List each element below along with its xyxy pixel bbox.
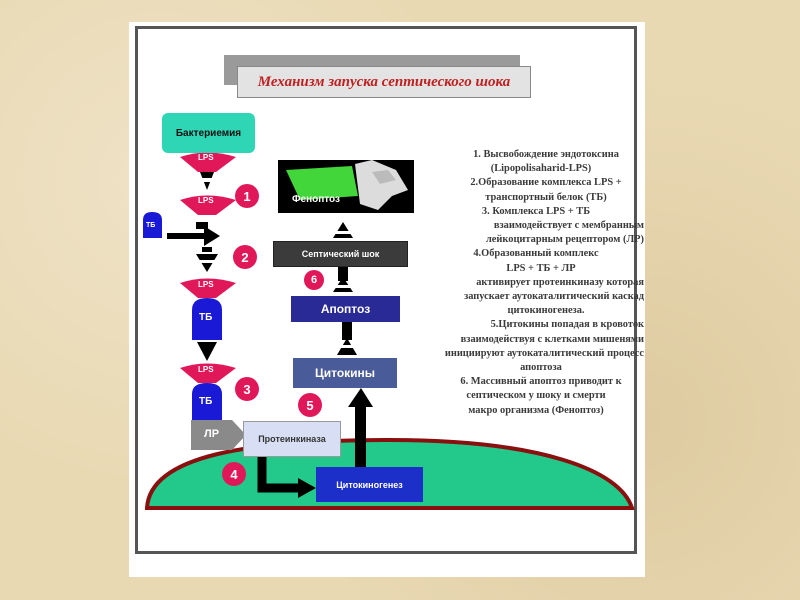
step-line: цитокиногенеза. — [507, 305, 585, 317]
step-line: 4.Образованный комплекс — [473, 248, 599, 260]
step-line: транспортный белок (ТБ) — [485, 191, 607, 203]
tb-shape-1 — [192, 298, 222, 340]
step-line: 3. Комплекса LPS + ТБ — [481, 205, 591, 217]
lr-label: ЛР — [204, 428, 220, 440]
arrow-up-3 — [333, 277, 353, 292]
step-line: 2.Образование комплекса LPS + — [470, 177, 622, 189]
step-line: взаимодействует с мембранным — [493, 220, 644, 232]
step-number-6: 6 — [304, 270, 324, 290]
step-line: инициируют аутокаталитический процесс — [444, 347, 644, 359]
step-line: запускает аутокаталитический каскад — [464, 291, 644, 303]
proteinkinase-box: Протеинкиназа — [243, 421, 341, 457]
step-number-5: 5 — [298, 393, 322, 417]
step-line: макро организма (Феноптоз) — [468, 404, 604, 416]
lps-fan-3 — [180, 278, 236, 298]
tb-label-1: ТБ — [199, 312, 213, 323]
apoptosis-box: Апоптоз — [291, 296, 400, 322]
tb-join-arrow — [167, 226, 220, 246]
step-line: 1. Высвобождение эндотоксина — [473, 149, 619, 160]
step-number-2: 2 — [233, 245, 257, 269]
lps-fan-4 — [180, 363, 236, 383]
step-line: (Lipopolisaharid-LPS) — [490, 163, 592, 175]
septic-shock-box: Септический шок — [273, 241, 408, 267]
arrow-up-2 — [333, 222, 353, 238]
step-line: 5.Цитокины попадая в кровоток — [490, 319, 644, 331]
cytokines-box: Цитокины — [293, 358, 397, 388]
phenoptosis-label: Феноптоз — [292, 194, 340, 205]
tb-small-label: ТБ — [146, 222, 156, 229]
arrow-down-3 — [197, 342, 217, 361]
step-line: активирует протеинкиназу которая — [476, 276, 644, 288]
lps-label-1: LPS — [198, 153, 214, 162]
lps-label-3: LPS — [198, 280, 214, 289]
tb-label-2: ТБ — [199, 396, 213, 407]
steps-list: 1. Высвобождение эндотоксина (Lipopolisa… — [418, 148, 644, 418]
lps-fan-1 — [180, 152, 236, 172]
step-number-4: 4 — [222, 462, 246, 486]
arrow-up-5 — [348, 388, 373, 407]
step-number-1: 1 — [235, 184, 259, 208]
lr-receptor — [191, 420, 246, 450]
cytokinogenesis-box: Цитокиногенез — [316, 467, 423, 502]
step-number-3: 3 — [235, 377, 259, 401]
step-line: септическом у шоку и смерти — [466, 390, 606, 402]
step-line: LPS + ТБ + ЛР — [506, 262, 576, 274]
step-line: 6. Массивный апоптоз приводит к — [460, 376, 622, 388]
lps-fan-2 — [180, 195, 236, 215]
bacteremia-box: Бактериемия — [162, 113, 255, 153]
diagram-title: Механизм запуска септического шока — [237, 66, 531, 98]
step-line: апоптоза — [520, 362, 562, 374]
arrow-to-cytokinogenesis — [257, 457, 300, 493]
tb-shape-2 — [192, 383, 222, 422]
lps-label-2: LPS — [198, 196, 214, 205]
step-line: лейкоцитарным рецептором (ЛР) — [485, 234, 644, 246]
lps-label-4: LPS — [198, 365, 214, 374]
tb-small-shape — [143, 212, 162, 238]
step-line: взаимодействуя с клетками мишенями — [460, 333, 644, 345]
